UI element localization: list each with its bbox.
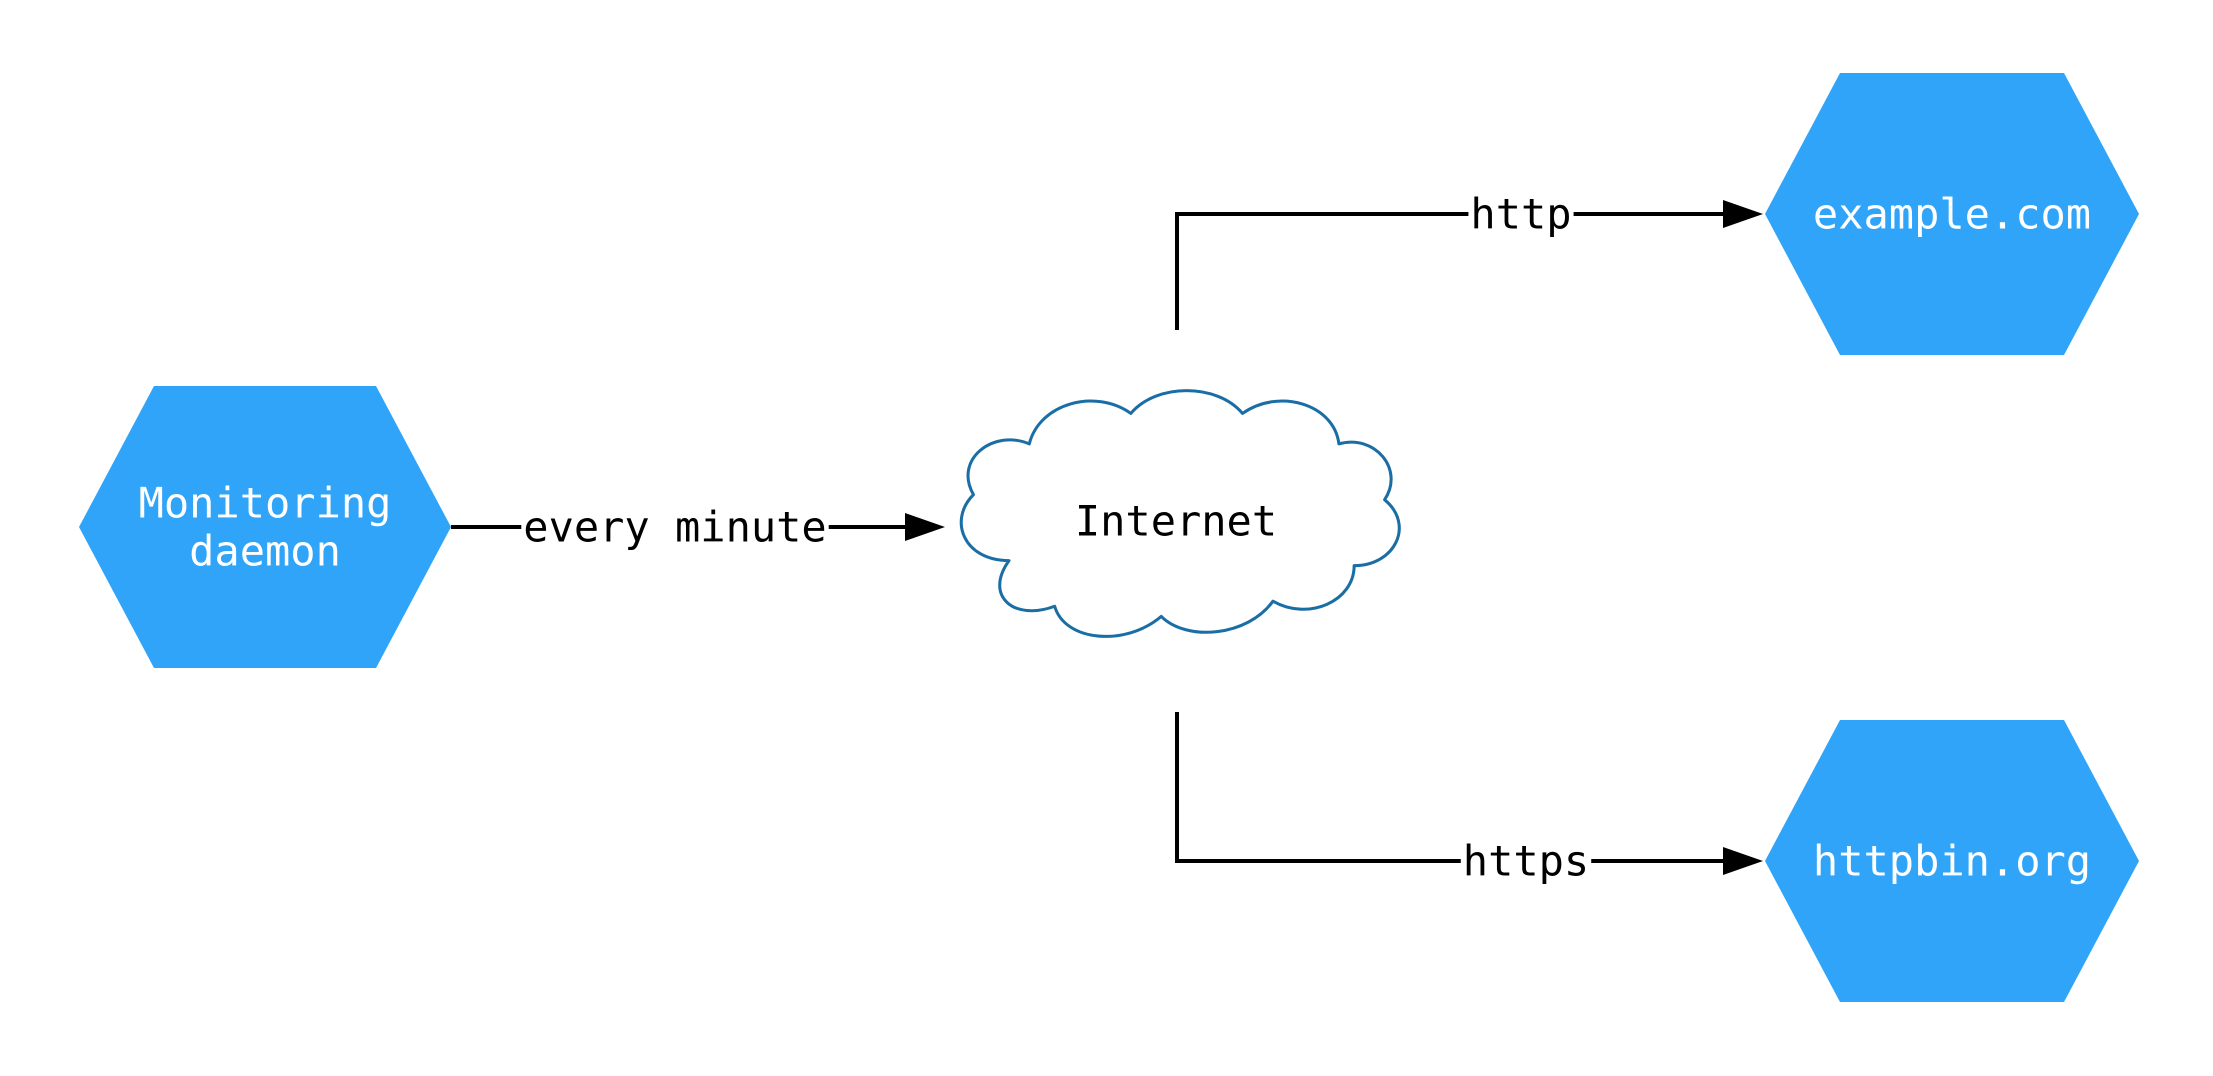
example-com-label: example.com [1813, 190, 2091, 239]
monitoring-daemon-label-line2: daemon [189, 527, 341, 576]
node-example-com: example.com [1765, 73, 2139, 355]
edge-label-background [521, 502, 829, 552]
cloud-icon [959, 389, 1401, 638]
edge-label-background [1460, 836, 1592, 886]
node-monitoring-daemon: Monitoring daemon [79, 386, 451, 668]
edge-http [1175, 212, 1723, 330]
monitoring-daemon-label-line1: Monitoring [139, 479, 392, 528]
edge-label-https: https [1463, 837, 1589, 886]
edge-label-http: http [1470, 190, 1571, 239]
arrowhead-https-icon [1723, 847, 1763, 875]
httpbin-org-hexagon [1765, 720, 2139, 1002]
example-com-hexagon [1765, 73, 2139, 355]
edge-https [1175, 712, 1723, 863]
node-internet: Internet [959, 389, 1401, 638]
edge-label-every-minute: every minute [523, 503, 826, 552]
edge-label-background [1468, 189, 1574, 239]
internet-label: Internet [1075, 497, 1277, 546]
arrowhead-http-icon [1723, 200, 1763, 228]
edge-label-group: every minute http https [521, 189, 1592, 886]
arrowhead-every-minute-icon [905, 513, 945, 541]
monitoring-daemon-hexagon [79, 386, 451, 668]
httpbin-org-label: httpbin.org [1813, 837, 2091, 886]
arrowhead-group [905, 200, 1763, 875]
node-httpbin-org: httpbin.org [1765, 720, 2139, 1002]
